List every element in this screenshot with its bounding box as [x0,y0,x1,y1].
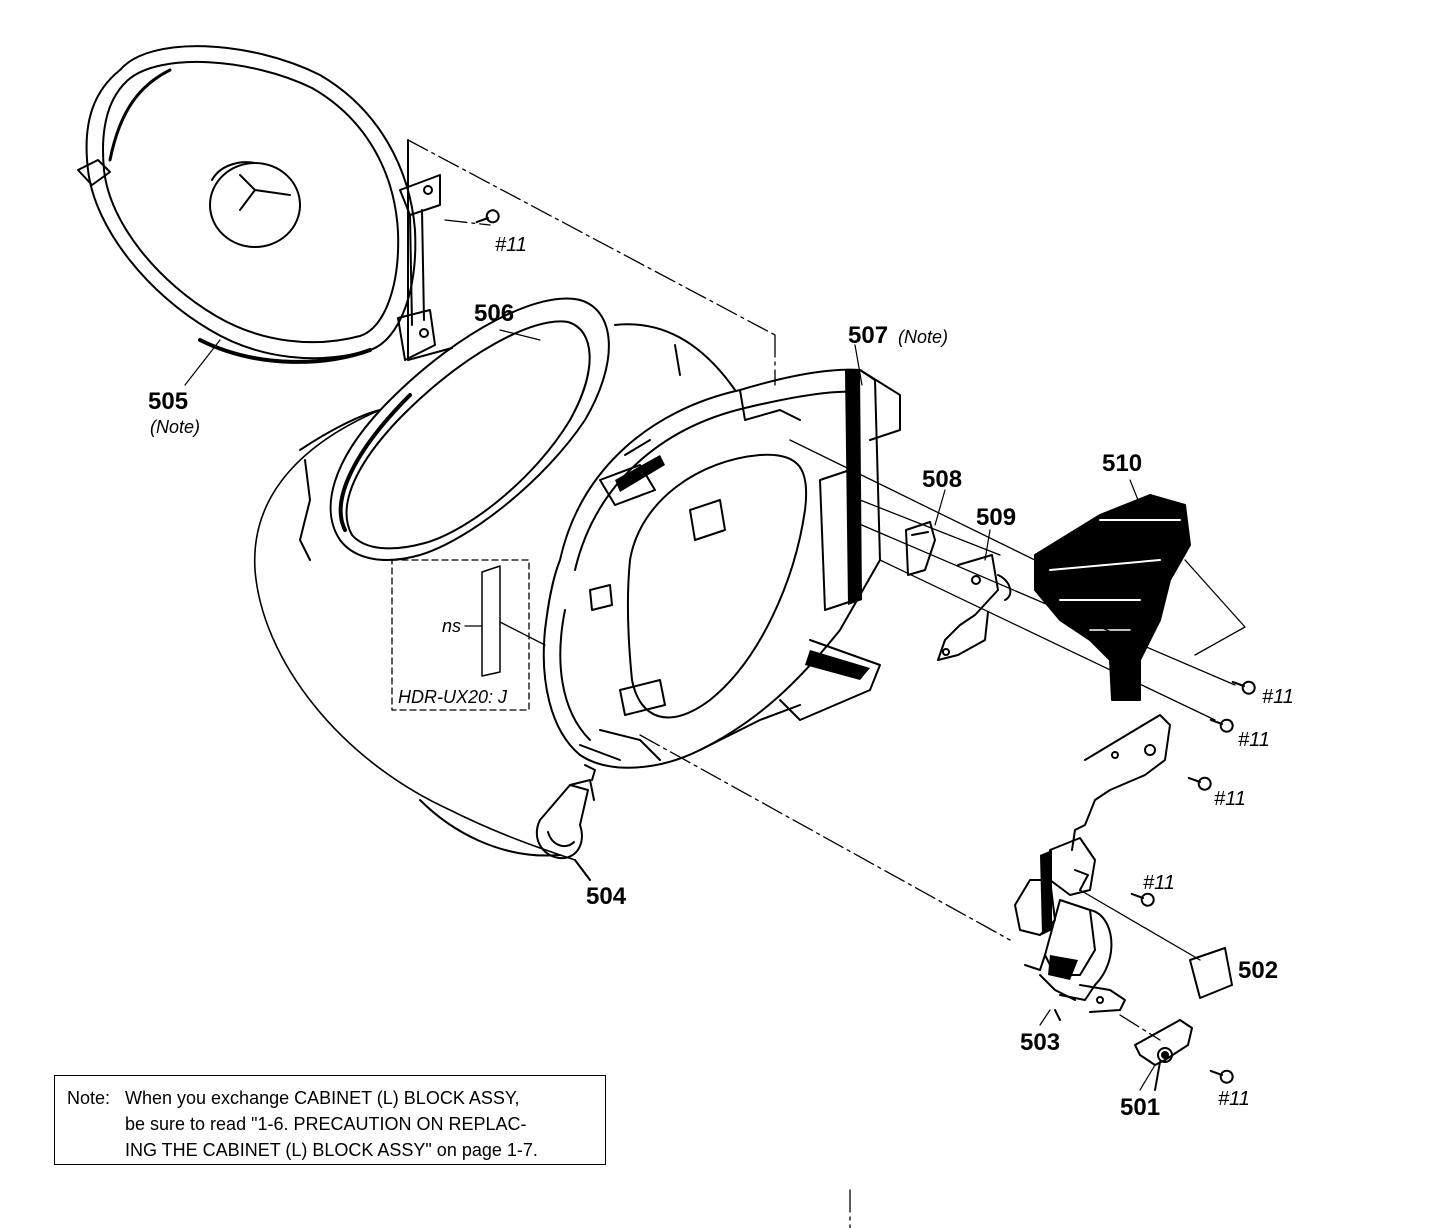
callout-501: 501 [1120,1094,1161,1121]
part-502-sheet [1079,889,1233,999]
callout-508: 508 [922,466,963,493]
callout-507: 507 [848,322,889,349]
part-501-bracket [1134,1019,1193,1091]
part-503-dark [1040,850,1078,980]
part-510-assembly [1034,494,1246,701]
ns-label: ns [442,616,462,636]
note-ref-507: (Note) [898,327,949,347]
screw-icon [1231,680,1256,695]
part-504-holder [535,764,596,881]
part-509-bracket [937,554,1012,661]
screw-icon [475,209,500,224]
screw-label: #11 [1238,729,1270,751]
callout-509: 509 [976,504,1017,531]
callout-506: 506 [474,300,515,327]
model-variant-label: HDR-UX20: J [398,687,508,707]
alignment-lines [789,439,1236,721]
cabinet-dark-strip [615,370,870,680]
cabinet-sleeve-outline [254,323,736,861]
note-line-2: be sure to read "1-6. PRECAUTION ON REPL… [125,1114,527,1134]
callout-502: 502 [1238,957,1279,984]
part-508-bracket [859,499,1001,576]
part-506-gasket [329,297,610,561]
screw-icon [1187,776,1212,791]
callout-504: 504 [586,883,627,910]
screws [475,209,1256,1084]
screw-label: #11 [495,234,527,256]
screw-icon [1130,892,1155,907]
callout-503: 503 [1020,1029,1061,1056]
guide-lines [407,139,1161,1228]
callout-510: 510 [1102,450,1143,477]
screw-label: #11 [1218,1088,1250,1110]
screw-icon [1209,718,1234,733]
note-line-3: ING THE CABINET (L) BLOCK ASSY" on page … [125,1140,538,1160]
part-503-hinge [1014,714,1171,1021]
screw-icon [1209,1069,1234,1084]
screw-label: #11 [1262,686,1294,708]
note-ref-505: (Note) [150,417,201,437]
note-line-1: When you exchange CABINET (L) BLOCK ASSY… [125,1088,520,1108]
leader-lines [184,329,1156,1091]
part-505-cover [77,45,453,364]
note-box: Note: When you exchange CABINET (L) BLOC… [54,1075,606,1165]
screw-label: #11 [1214,788,1246,810]
note-label: Note: [67,1088,111,1108]
variant-box [391,559,546,711]
callout-505: 505 [148,388,189,415]
screw-label: #11 [1143,872,1175,894]
